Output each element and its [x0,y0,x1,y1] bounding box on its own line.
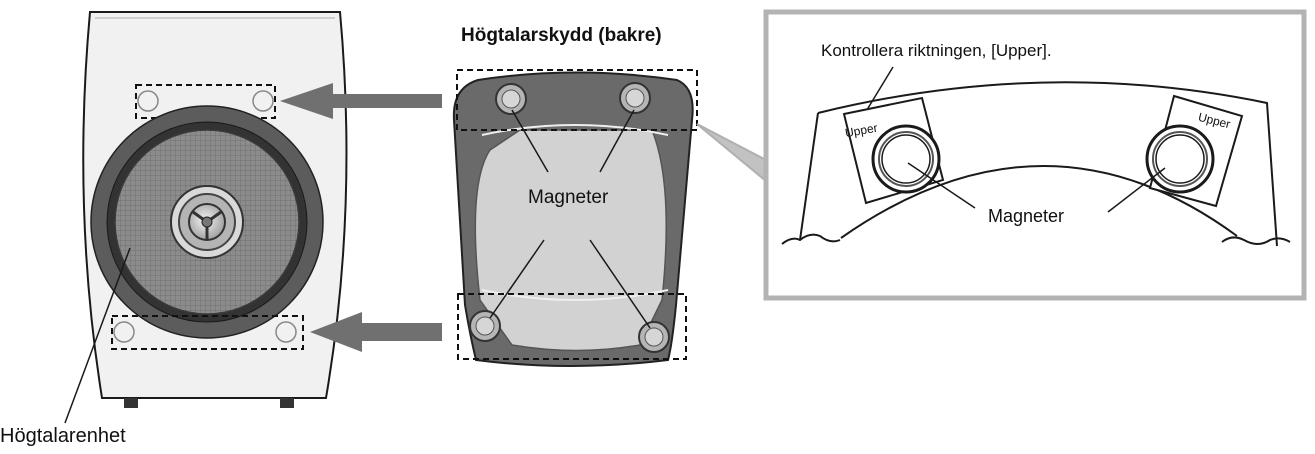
speaker-foot-left [124,398,138,408]
cover-title: Högtalarskydd (bakre) [461,25,662,46]
check-direction-label: Kontrollera riktningen, [Upper]. [821,41,1052,60]
speaker-unit-leader [64,247,131,424]
arrow-bottom [310,312,442,352]
magnets-label-detail: Magneter [988,206,1064,226]
magnet-leader-lines [489,109,651,329]
cover-top-highlight [456,69,698,131]
cover-inner-panel [474,129,667,352]
socket-bottom-left [113,321,135,343]
speaker-foot-right [280,398,294,408]
cover-inner-arch [840,165,1238,239]
cover-magnet-top-left [495,83,527,115]
magnets-label-center: Magneter [528,187,609,208]
speaker-unit-label: Högtalarenhet [0,425,126,447]
detail-leader-left [907,162,976,209]
callout-pointer [696,123,767,184]
socket-top-right [252,90,274,112]
cover-bottom-highlight [457,293,687,360]
cover-edge-outline [799,81,1278,247]
socket-top-left [137,90,159,112]
detail-magnet-left [842,96,945,205]
arrows [280,83,442,352]
detail-callout: Kontrollera riktningen, [Upper]. Upper U… [696,9,1307,301]
cover-magnet-top-right [619,82,651,114]
speaker-cover [452,69,698,367]
detail-magnet-right [1145,94,1244,208]
upper-label-left: Upper [844,121,879,140]
speaker-front [64,11,348,424]
cover-magnet-bottom-right [638,321,670,353]
socket-bottom-right [275,321,297,343]
detail-leader-right [1107,167,1166,213]
bottom-socket-highlight [111,315,304,350]
arrow-top [280,83,442,119]
cover-magnet-bottom-left [469,310,501,342]
